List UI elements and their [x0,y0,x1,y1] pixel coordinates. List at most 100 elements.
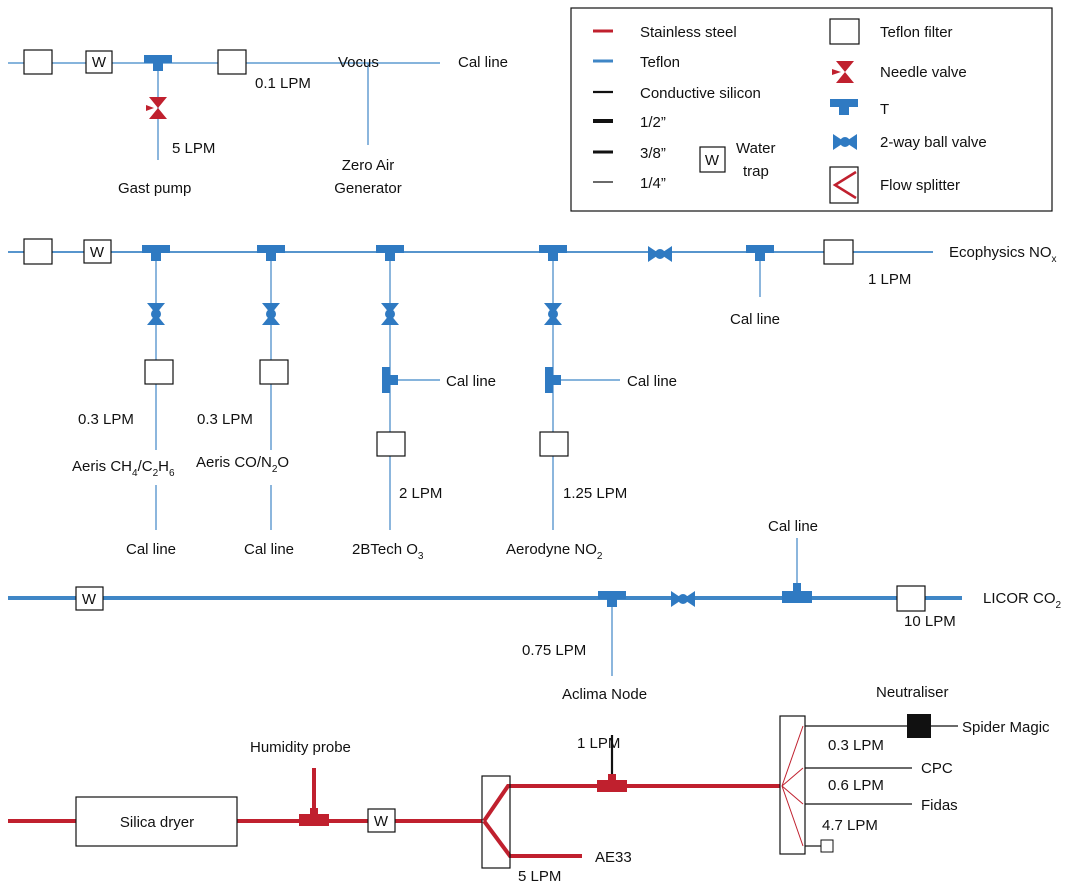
filter-icon [820,839,834,853]
aclima-flow-stainless: 1 LPM [577,735,620,752]
water-trap-label: W [92,54,107,71]
filter-icon [896,585,926,612]
water-trap-label: W [90,244,105,261]
legend: Stainless steel Teflon Conductive silico… [570,7,1053,212]
water-trap-icon [75,586,104,611]
cal-line-label: Cal line [627,373,677,390]
tee-icon [539,245,567,261]
filter-icon [23,238,53,265]
legend-teflon-filter: Teflon filter [880,24,953,41]
spider-flow: 0.3 LPM [828,737,884,754]
ae33-label: AE33 [595,849,632,866]
section-particle: Silica dryer Humidity probe W 1 LPM AE33… [8,684,1050,882]
aclima-flow-teflon: 0.75 LPM [522,642,586,659]
legend-quarter: 1/4” [640,175,666,192]
ball-valve-icon [544,303,562,325]
legend-tee: T [880,101,889,118]
aeris2-label: Aeris CO/N2O [196,454,289,475]
aclima-label: Aclima Node [562,686,647,703]
btech-flow: 2 LPM [399,485,442,502]
needle-valve-icon [832,61,854,83]
tee-icon [545,367,561,393]
cal-line-label: Cal line [458,54,508,71]
filter-icon [259,359,289,385]
tee-icon [299,808,329,826]
filter-icon [539,431,569,457]
water-trap-label: W [82,591,97,608]
legend-water-trap-symbol: W [705,152,720,169]
silica-dryer [75,796,238,847]
section-vocus: W 0.1 LPM Vocus Cal line 5 LPM Gast pump… [8,49,508,197]
vocus-label: Vocus [338,54,379,71]
neutraliser-icon [907,714,931,738]
ae33-flow: 5 LPM [518,868,561,882]
legend-box [570,7,1053,212]
zero-air-label-2: Generator [334,180,402,197]
flow-splitter [779,715,806,855]
tee-icon [746,245,774,261]
aeris1-flow: 0.3 LPM [78,411,134,428]
needle-valve-icon [146,97,167,119]
flow-splitter [481,775,511,869]
filter-icon [376,431,406,457]
cpc-flow: 0.6 LPM [828,777,884,794]
aerodyne-label: Aerodyne NO2 [506,541,603,562]
zero-air-label: Zero Air [342,157,395,174]
pump-label: Gast pump [118,180,191,197]
pump-flow: 5 LPM [172,140,215,157]
humidity-probe-label: Humidity probe [250,739,351,756]
fidas-label: Fidas [921,797,958,814]
ball-valve-icon [381,303,399,325]
water-trap-icon [85,50,113,74]
licor-label: LICOR CO2 [983,590,1062,611]
ball-valve-icon [147,303,165,325]
legend-three-eighths: 3/8” [640,145,666,162]
water-trap-icon [699,146,726,173]
section-ecophysics: W Ecophysics NOx 1 LPM Cal line 0.3 LPM … [8,238,1057,562]
ecophysics-flow: 1 LPM [868,271,911,288]
cal-line-label: Cal line [244,541,294,558]
legend-water-trap-2: trap [743,163,769,180]
filter-icon [823,239,854,265]
ecophysics-label: Ecophysics NOx [949,244,1057,265]
aeris2-flow: 0.3 LPM [197,411,253,428]
legend-conductive: Conductive silicon [640,85,761,102]
legend-flow-splitter: Flow splitter [880,177,960,194]
silica-dryer-label: Silica dryer [120,814,194,831]
spider-magic-label: Spider Magic [962,719,1050,736]
legend-stainless: Stainless steel [640,24,737,41]
neutraliser-label: Neutraliser [876,684,949,701]
water-trap-icon [83,239,112,264]
legend-half: 1/2” [640,114,666,131]
filter-icon [144,359,174,385]
tee-icon [144,55,172,71]
cal-line-label: Cal line [126,541,176,558]
tee-icon [376,245,404,261]
legend-ball-valve: 2-way ball valve [880,134,987,151]
filter-icon [217,49,247,75]
ball-valve-icon [648,246,672,262]
tee-icon [597,774,627,792]
ball-valve-icon [262,303,280,325]
tee-icon [598,591,626,607]
licor-flow: 10 LPM [904,613,956,630]
aeris1-label: Aeris CH4/C2H6 [72,458,175,479]
aerodyne-flow: 1.25 LPM [563,485,627,502]
legend-water-trap: Water [736,140,775,157]
water-trap-icon [367,808,396,833]
water-trap-label: W [374,813,389,830]
tee-icon [142,245,170,261]
section-licor: W Cal line LICOR CO2 10 LPM 0.75 LPM Acl… [8,518,1062,703]
ball-valve-icon [671,591,695,607]
filter-icon [23,49,53,75]
vocus-flow: 0.1 LPM [255,75,311,92]
legend-needle-valve: Needle valve [880,64,967,81]
filter-icon [829,18,860,45]
cal-line-label: Cal line [730,311,780,328]
legend-teflon: Teflon [640,54,680,71]
fidas-flow: 4.7 LPM [822,817,878,834]
cpc-label: CPC [921,760,953,777]
tee-icon [382,367,398,393]
tee-icon [257,245,285,261]
